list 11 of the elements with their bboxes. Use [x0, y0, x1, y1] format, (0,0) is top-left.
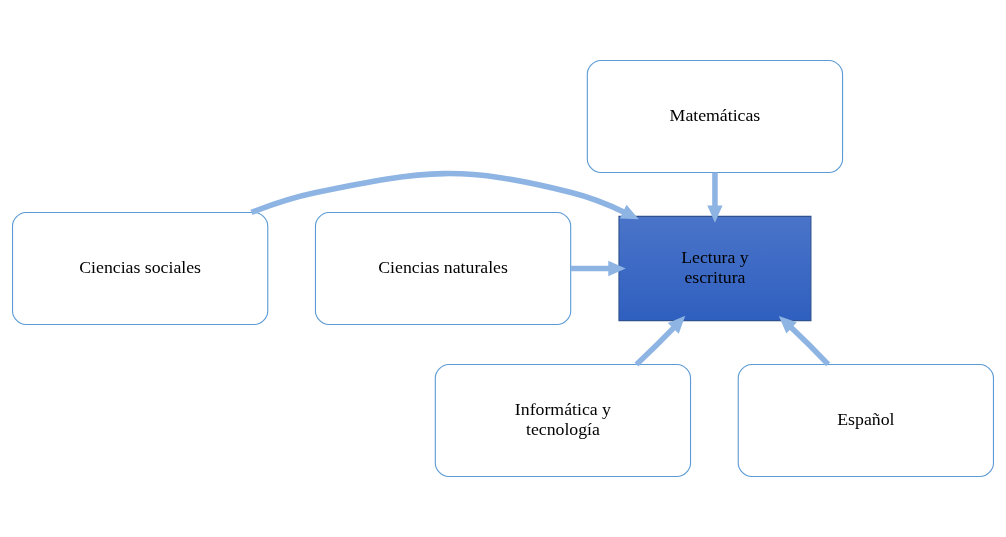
node-box: Matemáticas [586, 59, 844, 174]
arrow [571, 260, 626, 277]
node-box: Informática y tecnología [434, 363, 692, 478]
arrow [634, 315, 686, 367]
arrow [707, 172, 723, 223]
arrow [778, 316, 831, 367]
node-box: Español [737, 363, 995, 478]
node-box: Ciencias sociales [11, 211, 269, 326]
node-box: Ciencias naturales [314, 211, 572, 326]
arrow [250, 170, 639, 220]
node-box: Lectura y escritura [618, 215, 812, 322]
